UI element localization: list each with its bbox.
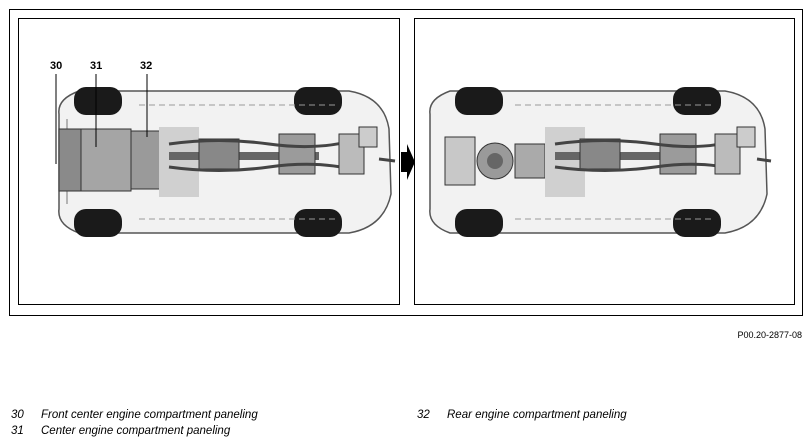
legend-item-31: 31 Center engine compartment paneling (11, 425, 230, 437)
arrow-right-icon (401, 144, 415, 180)
illustration-frame: 30 31 32 (9, 9, 803, 316)
legend-text: Center engine compartment paneling (41, 425, 231, 437)
after-panel (414, 18, 795, 305)
callout-30: 30 (50, 60, 63, 72)
legend-number: 30 (11, 409, 24, 421)
legend-item-30: 30 Front center engine compartment paneli… (11, 409, 258, 421)
figure-id: P00.20-2877-08 (737, 330, 802, 340)
callout-32: 32 (140, 60, 153, 72)
callout-31: 31 (90, 60, 103, 72)
before-panel: 30 31 32 (18, 18, 400, 305)
legend-item-32: 32 Rear engine compartment paneling (417, 409, 627, 421)
vehicle-underside-with-paneling (55, 74, 396, 237)
legend-text: Rear engine compartment paneling (447, 409, 627, 421)
legend-number: 32 (417, 409, 430, 421)
vehicle-underside-paneling-removed (429, 87, 772, 237)
legend-text: Front center engine compartment paneling (41, 409, 258, 421)
legend-number: 31 (11, 425, 24, 437)
